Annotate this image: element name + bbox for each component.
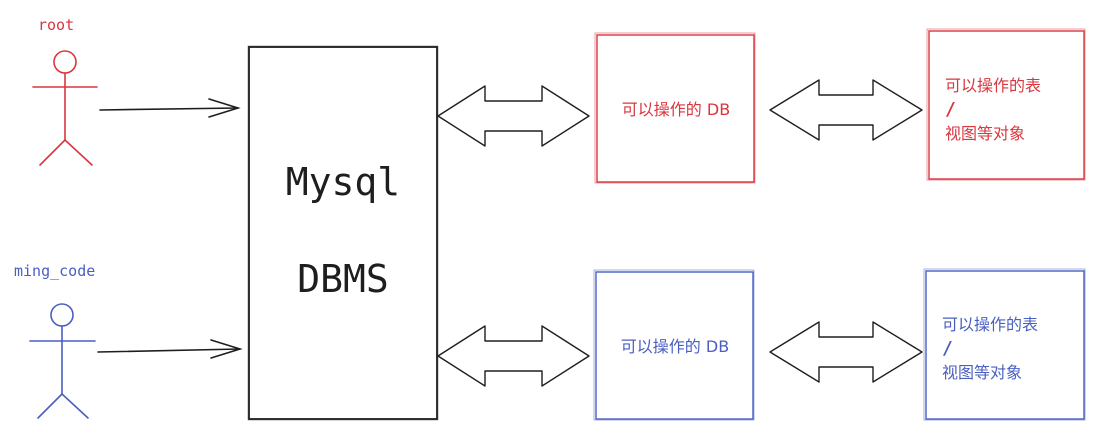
ming-code-user-name: ming_code [14, 262, 95, 280]
db-box-top-label: 可以操作的 DB [622, 100, 730, 119]
objects-box-bottom [923, 268, 1086, 421]
dbms-title-mysql: Mysql [286, 160, 400, 204]
ming-code-actor-left-leg [37, 393, 63, 419]
dbms-box [247, 45, 439, 421]
root-to-dbms-arrow [99, 98, 241, 118]
ming-code-actor [29, 303, 96, 419]
objects-box-bottom-line1: 可以操作的表 [942, 315, 1038, 334]
root-actor [32, 50, 98, 166]
db-objects-top-double-arrow [769, 79, 923, 141]
db-objects-bottom-double-arrow [769, 321, 923, 383]
db-box-bottom-label: 可以操作的 DB [621, 337, 729, 356]
objects-box-top-line1: 可以操作的表 [945, 76, 1041, 95]
objects-box-top [926, 28, 1086, 181]
root-actor-right-leg [64, 139, 93, 166]
dbms-db-bottom-double-arrow [437, 325, 590, 387]
dbms-title-dbms: DBMS [297, 257, 389, 301]
root-actor-head [53, 50, 77, 74]
dbms-db-top-double-arrow [437, 85, 590, 147]
objects-box-top-line2: / [945, 99, 956, 120]
ming-code-actor-head [50, 303, 74, 327]
objects-box-top-line3: 视图等对象 [945, 124, 1025, 143]
db-box-bottom [593, 269, 755, 421]
db-box-top [594, 32, 756, 184]
ming-code-to-dbms-arrow [97, 339, 243, 359]
objects-box-bottom-line2: / [942, 338, 953, 359]
root-user-name: root [38, 16, 74, 34]
root-actor-left-leg [39, 139, 66, 166]
ming-code-actor-right-leg [61, 393, 89, 419]
objects-box-bottom-line3: 视图等对象 [942, 363, 1022, 382]
